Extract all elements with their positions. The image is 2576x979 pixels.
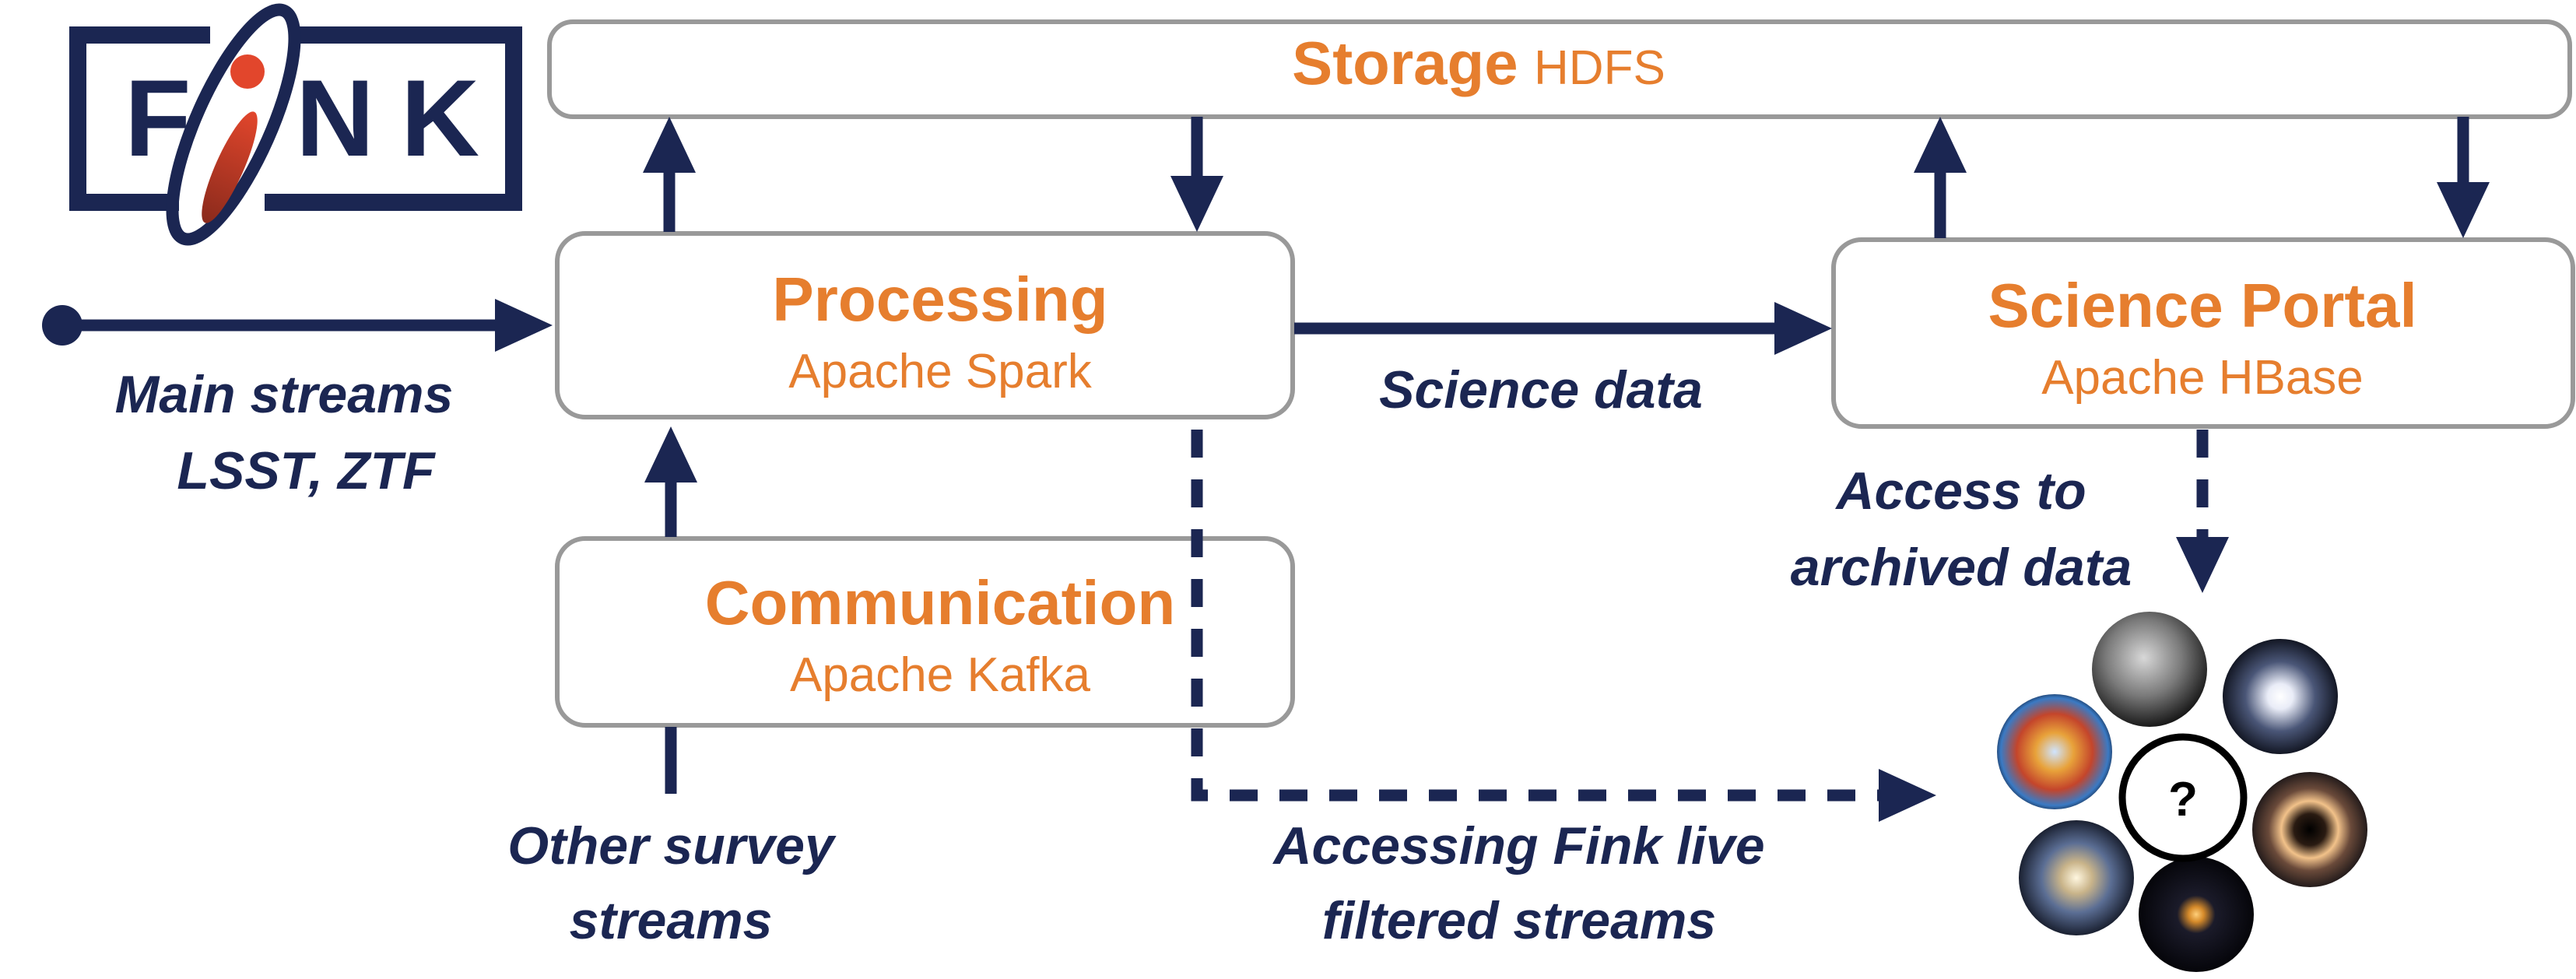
- crab-nebula-icon: [1997, 694, 2112, 809]
- storage-box: Storage HDFS: [547, 19, 2572, 119]
- storage-to-portal-arrow: [2437, 117, 2490, 238]
- gravitational-lens-icon: [2139, 857, 2254, 972]
- live-streams-label-line2: filtered streams: [1322, 891, 1716, 950]
- logo-letter-k: K: [401, 57, 479, 179]
- main-stream-arrow: [42, 299, 553, 352]
- communication-box: Communication Apache Kafka: [555, 536, 1295, 728]
- other-survey-label: Other survey: [507, 816, 837, 875]
- logo-dot: [230, 54, 265, 89]
- science-data-arrow: [1294, 302, 1832, 355]
- logo-orbit-ellipse: [166, 3, 301, 246]
- live-streams-label: Accessing Fink live: [1272, 816, 1764, 875]
- science-portal-subtitle: Apache HBase: [2041, 351, 2364, 405]
- asteroid-icon: [2092, 612, 2207, 727]
- object-class-cluster: ?: [1997, 612, 2367, 972]
- storage-title: Storage: [1292, 29, 1518, 97]
- portal-to-storage-arrow: [1914, 117, 1967, 238]
- live-streams-dashed-arrow: [1191, 430, 1936, 822]
- communication-to-processing-arrow: [644, 426, 697, 537]
- storage-to-processing-arrow: [1170, 117, 1223, 232]
- science-portal-title: Science Portal: [1988, 271, 2416, 340]
- processing-title: Processing: [772, 265, 1107, 334]
- unknown-object-circle: [2118, 733, 2248, 862]
- other-survey-label-line2: streams: [570, 891, 773, 950]
- logo-letter-n: N: [296, 57, 374, 179]
- fink-logo: F N K: [69, 3, 522, 246]
- processing-to-storage-arrow: [643, 117, 696, 232]
- processing-box: Processing Apache Spark: [555, 231, 1295, 419]
- communication-title: Communication: [705, 568, 1175, 637]
- archive-dashed-arrow: [2176, 430, 2229, 593]
- logo-comet: [202, 111, 258, 223]
- black-hole-icon: [2252, 772, 2367, 887]
- question-mark: ?: [2168, 773, 2198, 826]
- science-data-label: Science data: [1379, 360, 1703, 419]
- access-archived-label-line2: archived data: [1791, 538, 2132, 597]
- communication-subtitle: Apache Kafka: [790, 648, 1091, 702]
- science-portal-box: Science Portal Apache HBase: [1831, 237, 2575, 429]
- access-archived-label: Access to: [1834, 461, 2086, 521]
- storage-subtitle: HDFS: [1534, 41, 1665, 95]
- spiral-galaxy-icon: [2019, 820, 2134, 935]
- main-streams-label: Main streams: [115, 365, 454, 424]
- svg-text:Storage HDFS: Storage HDFS: [1292, 29, 1665, 97]
- processing-subtitle: Apache Spark: [788, 345, 1092, 398]
- globular-cluster-icon: [2223, 639, 2338, 754]
- main-streams-sources-label: LSST, ZTF: [177, 441, 436, 500]
